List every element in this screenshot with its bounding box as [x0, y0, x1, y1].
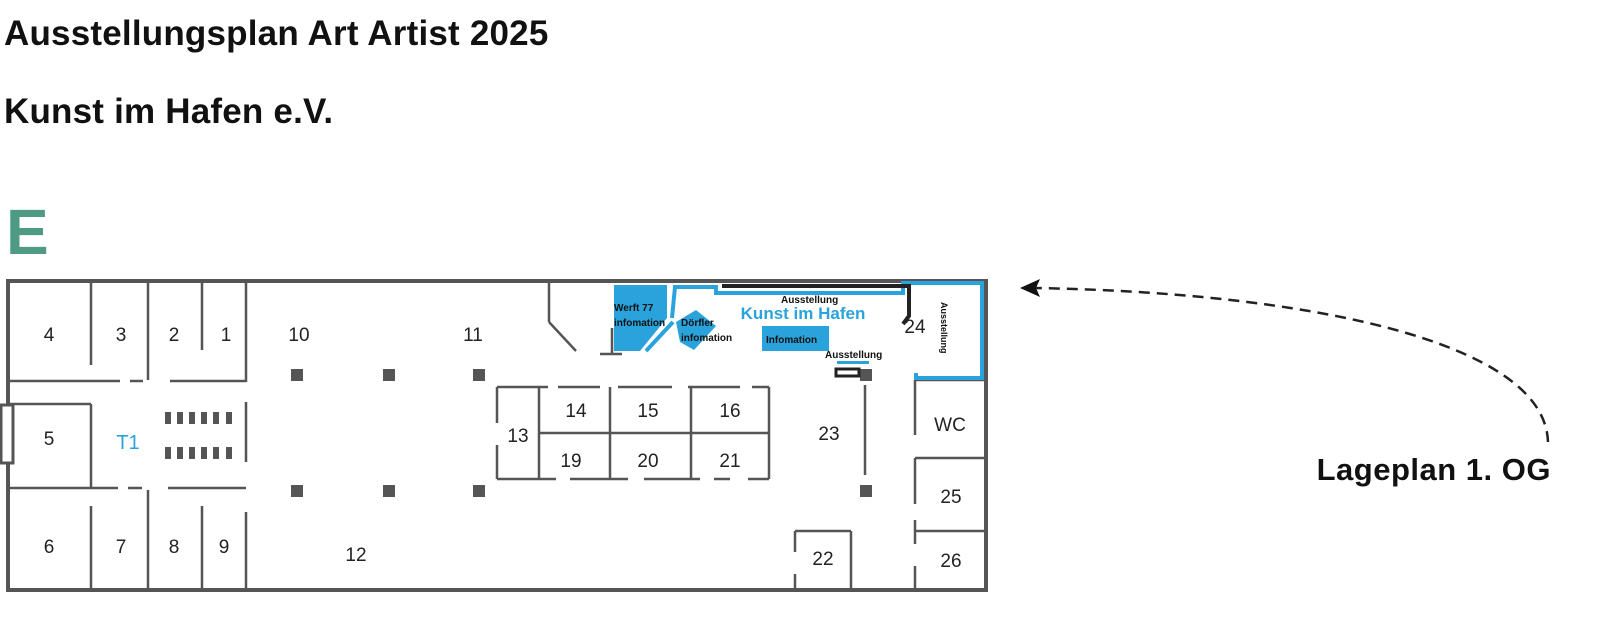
room-1: 1: [221, 325, 232, 346]
label-werft77-info: infomation: [614, 318, 665, 329]
booth-doerfler: [676, 310, 716, 350]
entrance-door: [0, 403, 15, 465]
label-ausstellung-top: Ausstellung: [781, 295, 838, 306]
stage-label: T1: [116, 432, 139, 454]
room-15: 15: [637, 401, 658, 422]
room-numbers: 1 2 3 4 5 6 7 8 9 10 11 12 13 14 15 16 1…: [44, 317, 966, 572]
room-5: 5: [44, 429, 55, 450]
room-8: 8: [169, 537, 180, 558]
room-12: 12: [345, 545, 366, 566]
label-kunst-im-hafen: Kunst im Hafen: [741, 304, 866, 323]
room-10: 10: [288, 325, 309, 346]
room-4: 4: [44, 325, 55, 346]
kunst-im-hafen-area: [614, 281, 984, 380]
room-13: 13: [507, 426, 528, 447]
label-doerfler-info: infomation: [681, 333, 732, 344]
room-9: 9: [219, 537, 230, 558]
label-info: Infomation: [766, 335, 817, 346]
label-doerfler: Dörfler: [681, 318, 714, 329]
room-23: 23: [818, 424, 839, 445]
room-11: 11: [463, 325, 483, 346]
room-2: 2: [169, 325, 180, 346]
room-21: 21: [719, 451, 740, 472]
page-subtitle: Kunst im Hafen e.V.: [4, 92, 334, 131]
upper-floor-link[interactable]: Lageplan 1. OG: [1317, 452, 1551, 487]
interior-walls: [10, 283, 984, 588]
label-werft77: Werft 77: [614, 303, 654, 314]
stage-seating: [165, 412, 232, 459]
room-22: 22: [812, 549, 833, 570]
room-6: 6: [44, 537, 55, 558]
dashed-arrow-path: [1031, 286, 1550, 443]
label-ausstellung-mid: Ausstellung: [825, 350, 882, 361]
booth-info: [762, 326, 829, 351]
floor-letter: E: [6, 196, 49, 268]
room-3: 3: [116, 325, 127, 346]
booth-werft77: [614, 285, 667, 351]
room-19: 19: [560, 451, 581, 472]
room-wc: WC: [934, 415, 966, 436]
room-14: 14: [565, 401, 587, 422]
booth-labels: Werft 77 infomation Dörfler infomation I…: [614, 295, 949, 361]
room-26: 26: [940, 551, 961, 572]
page-title: Ausstellungsplan Art Artist 2025: [4, 14, 549, 53]
room-16: 16: [719, 401, 740, 422]
room-20: 20: [637, 451, 658, 472]
label-ausstellung-side: Ausstellung: [939, 302, 949, 354]
pillars: [291, 369, 872, 497]
room-25: 25: [940, 487, 961, 508]
room-7: 7: [116, 537, 127, 558]
room-24: 24: [904, 317, 926, 338]
arrow-left-icon: [1020, 279, 1040, 297]
